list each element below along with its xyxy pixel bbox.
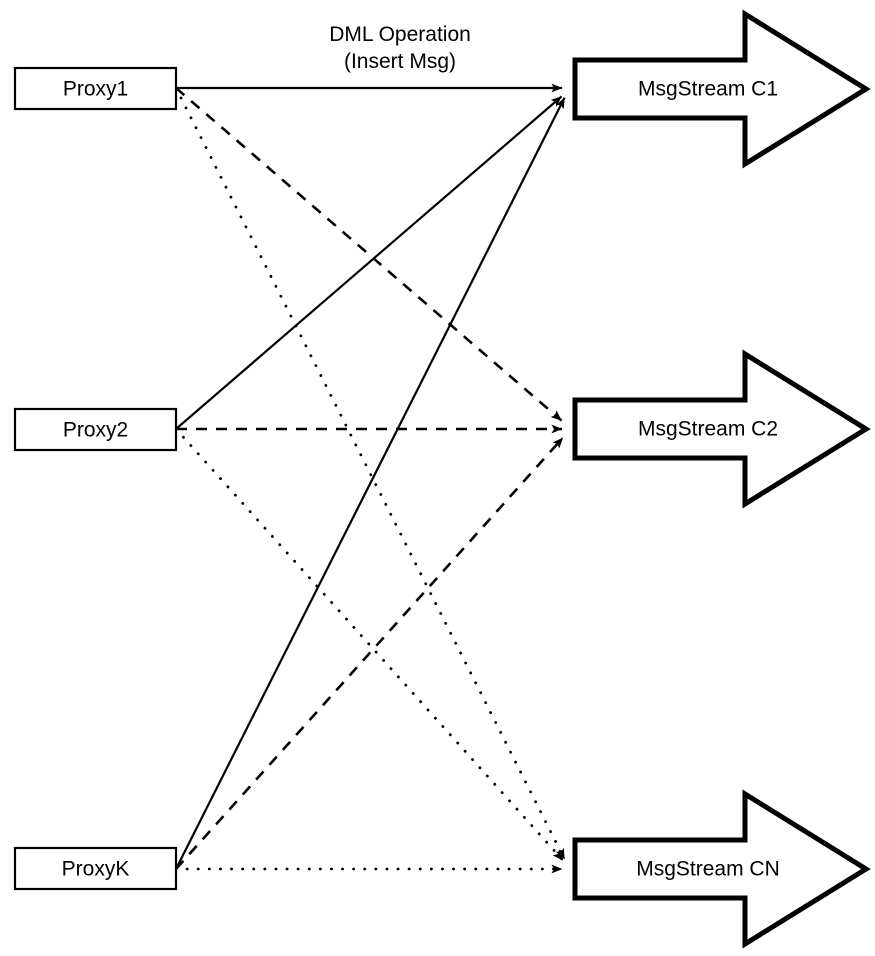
proxy-label: Proxy1: [63, 78, 128, 101]
proxy-node-proxy2[interactable]: Proxy2: [13, 407, 178, 452]
proxy-label: Proxy2: [63, 419, 128, 442]
connection-line: [174, 427, 565, 862]
proxy-node-proxy1[interactable]: Proxy1: [13, 66, 178, 111]
stream-label: MsgStream CN: [636, 858, 780, 881]
stream-node-c2[interactable]: MsgStream C2: [572, 349, 871, 509]
proxy-box: [13, 846, 178, 891]
connection-proxy2-to-c1[interactable]: [175, 95, 563, 430]
connection-proxy1-to-cn[interactable]: [174, 86, 566, 861]
connection-proxy2-to-cn[interactable]: [174, 427, 565, 862]
connection-line: [175, 97, 566, 870]
connection-line: [174, 86, 566, 861]
connection-line: [175, 436, 564, 870]
connection-line: [175, 95, 563, 430]
stream-node-c1[interactable]: MsgStream C1: [572, 9, 871, 169]
block-arrow-shape: [572, 9, 871, 169]
proxy-node-proxyk[interactable]: ProxyK: [13, 846, 178, 891]
block-arrow-shape: [572, 789, 871, 949]
connection-layer: [174, 83, 566, 874]
edge-label-line1: DML Operation: [329, 23, 471, 46]
edge-label-line2: (Insert Msg): [344, 50, 456, 73]
proxy-box: [13, 66, 178, 111]
stream-node-cn[interactable]: MsgStream CN: [572, 789, 871, 949]
connection-proxy1-to-c2[interactable]: [175, 87, 563, 422]
connection-line: [175, 87, 563, 422]
block-arrow-shape: [572, 349, 871, 509]
proxy-label: ProxyK: [62, 858, 130, 881]
proxy-box: [13, 407, 178, 452]
stream-label: MsgStream C2: [638, 418, 778, 441]
connection-proxyk-to-c1[interactable]: [175, 97, 566, 870]
stream-label: MsgStream C1: [638, 78, 778, 101]
connection-proxyk-to-c2[interactable]: [175, 436, 564, 870]
edge-label-dml-operation: DML Operation (Insert Msg): [329, 23, 471, 73]
